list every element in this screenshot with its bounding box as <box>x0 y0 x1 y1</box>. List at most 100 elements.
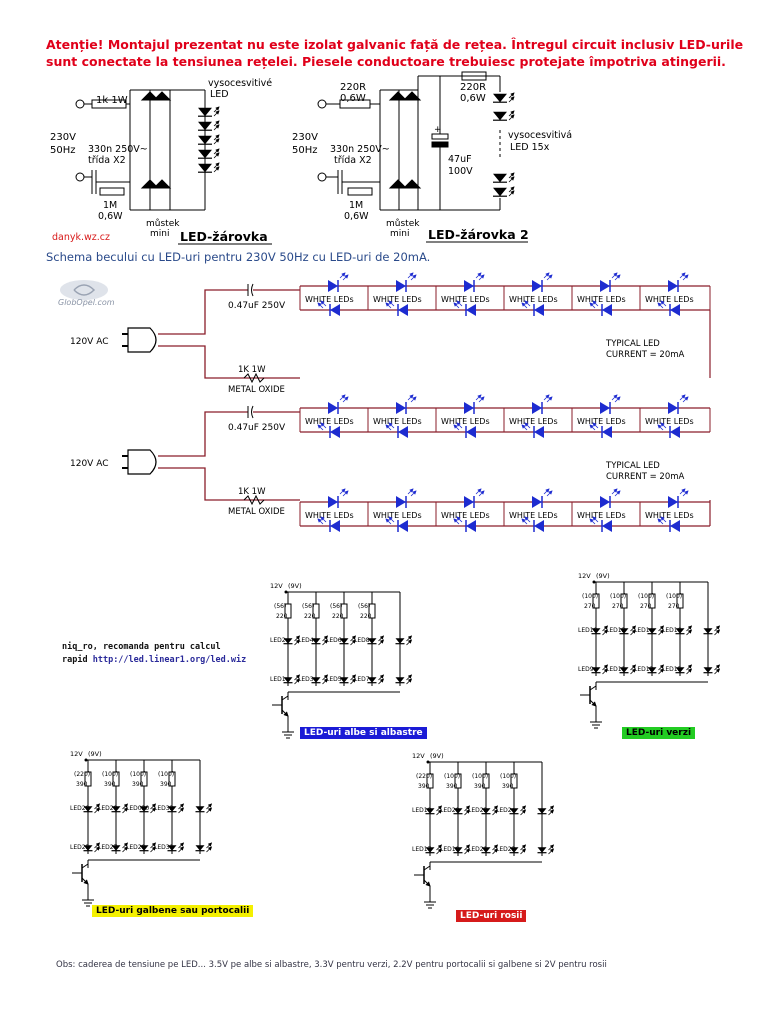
res-alt: (100) <box>500 773 516 780</box>
led-ray <box>213 148 220 155</box>
wire-top <box>158 411 248 457</box>
led-ray <box>150 842 157 849</box>
led-ray <box>521 302 528 309</box>
led-ray <box>543 272 550 279</box>
res-value: 390 <box>502 783 514 790</box>
led-ray <box>294 678 301 685</box>
calc-url-link[interactable]: http://led.linear1.org/led.wiz <box>92 655 247 665</box>
led-ray <box>453 302 460 309</box>
led-ray <box>679 272 686 279</box>
led-ray <box>508 190 515 197</box>
res-alt: (100) <box>130 771 146 778</box>
led-label: LED24 <box>496 807 516 814</box>
led-symbol <box>198 163 212 173</box>
led-ray <box>178 842 185 849</box>
led-ray <box>339 272 346 279</box>
label-white-blue: LED-uri albe si albastre <box>300 727 427 739</box>
globopel-logo <box>60 280 108 300</box>
led-ray <box>508 92 515 99</box>
res-value: 270 <box>612 603 624 610</box>
led-ray <box>456 516 463 523</box>
led-label: LED27 <box>98 844 118 851</box>
led-ray <box>406 674 413 681</box>
white-led <box>330 520 340 532</box>
led-ray <box>686 629 693 636</box>
c1-bridge-label2: mini <box>150 229 169 239</box>
led-ray <box>475 272 482 279</box>
led-ray <box>614 274 621 281</box>
led-ray <box>206 846 213 853</box>
c2-elyt-plus: + <box>434 125 442 135</box>
white-leds-label: WHITE LEDs <box>509 417 558 426</box>
white-leds-label: WHITE LEDs <box>373 295 422 304</box>
led-ray <box>602 668 609 675</box>
led-ray <box>660 516 667 523</box>
white-leds-label: WHITE LEDs <box>441 511 490 520</box>
led-symbol <box>283 638 293 644</box>
led-ray <box>492 805 499 812</box>
led-label: LED31 <box>154 844 174 851</box>
white-led <box>328 402 338 414</box>
res-alt: (220) <box>74 771 90 778</box>
supply-label: 12V <box>270 582 283 590</box>
led-ray <box>630 664 637 671</box>
led-ray <box>150 803 157 810</box>
c2-led-note2: LED 15x <box>510 142 550 153</box>
led-ray <box>630 625 637 632</box>
cap-plate <box>251 405 254 419</box>
supply-alt-label: (9V) <box>596 572 610 580</box>
res-value: 220 <box>360 613 372 620</box>
c1-cap-class: třída X2 <box>88 155 126 166</box>
c1-credit-link[interactable]: danyk.wz.cz <box>52 232 110 243</box>
led-ray <box>388 516 395 523</box>
led-symbol <box>647 628 657 634</box>
led-ray <box>543 488 550 495</box>
us-circuit-caption: Schema becului cu LED-uri pentru 230V 50… <box>46 250 431 264</box>
led-ray <box>546 490 553 497</box>
led-symbol <box>139 806 149 812</box>
c2-r2-label: 220R <box>460 82 486 93</box>
transistor-collector <box>423 865 431 871</box>
res-alt: (56) <box>358 603 370 610</box>
supply-label: 12V <box>412 752 425 760</box>
led-ray <box>322 639 329 646</box>
led-ray <box>436 809 443 816</box>
led-ray <box>589 302 596 309</box>
supply-alt-label: (9V) <box>288 582 302 590</box>
led-symbol <box>703 667 713 673</box>
led-symbol <box>453 847 463 853</box>
led-ray <box>658 625 665 632</box>
led-ray <box>630 629 637 636</box>
led-label: LED18 <box>412 807 432 814</box>
led-ray <box>478 490 485 497</box>
c1-cap-label: 330n 250V~ <box>88 144 148 155</box>
led-ray <box>322 674 329 681</box>
white-led <box>330 304 340 316</box>
led-symbol <box>619 628 629 634</box>
res-label: 1K 1W <box>238 365 266 375</box>
led-ray <box>213 124 220 131</box>
white-led <box>464 280 474 292</box>
led-ray <box>679 394 686 401</box>
led-ray <box>686 625 693 632</box>
led-label: LED15 <box>662 666 682 673</box>
led-ray <box>406 678 413 685</box>
res-type: METAL OXIDE <box>228 507 285 517</box>
white-led <box>398 426 408 438</box>
supply-label: 12V <box>70 750 83 758</box>
led-ray <box>630 668 637 675</box>
led-label: LED21 <box>468 846 488 853</box>
led-ray <box>658 664 665 671</box>
white-led <box>532 402 542 414</box>
led-ray <box>122 807 129 814</box>
white-led <box>328 496 338 508</box>
res-value: 270 <box>668 603 680 610</box>
led-ray <box>611 394 618 401</box>
res-value: 390 <box>160 781 172 788</box>
white-leds-label: WHITE LEDs <box>645 511 694 520</box>
led-symbol <box>198 121 212 131</box>
led-ray <box>508 186 515 193</box>
res-alt: (100) <box>582 593 598 600</box>
white-led <box>534 426 544 438</box>
led-ray <box>714 668 721 675</box>
